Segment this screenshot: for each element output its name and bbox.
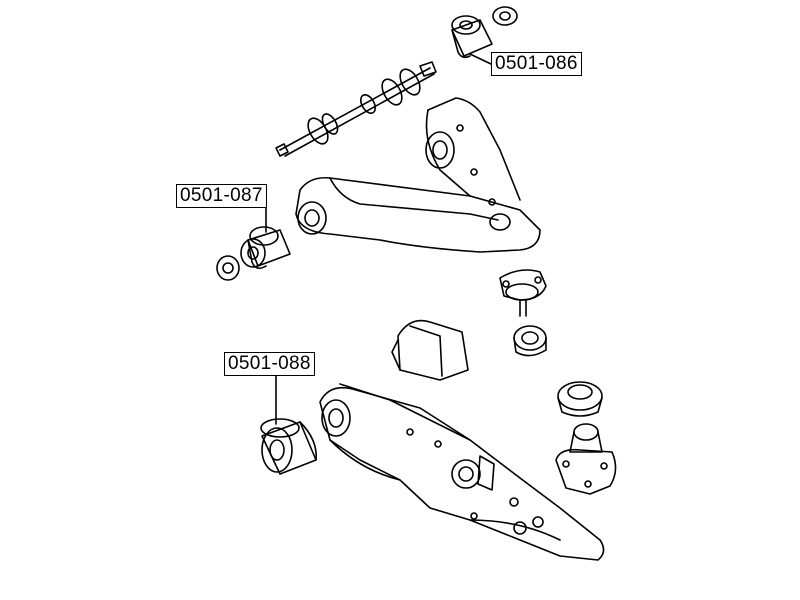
pivot-shaft	[275, 61, 437, 157]
leader-086	[469, 53, 492, 65]
lower-ball-joint-boot	[557, 381, 603, 417]
ball-joint-boot	[513, 325, 547, 357]
upper-rear-bushing	[451, 15, 493, 59]
upper-front-bushing	[240, 226, 291, 270]
upper-rear-washer	[492, 6, 518, 26]
callout-label-0501-086: 0501-086	[491, 52, 582, 76]
callout-label-0501-087: 0501-087	[176, 184, 267, 208]
bump-stop	[391, 319, 469, 381]
lower-control-arm	[319, 383, 605, 561]
upper-control-arm	[295, 97, 541, 253]
lower-ball-joint	[555, 423, 617, 495]
upper-ball-joint	[499, 269, 547, 317]
lower-arm-bushing	[260, 418, 317, 475]
upper-front-washer	[216, 255, 240, 281]
callout-label-0501-088: 0501-088	[224, 352, 315, 376]
